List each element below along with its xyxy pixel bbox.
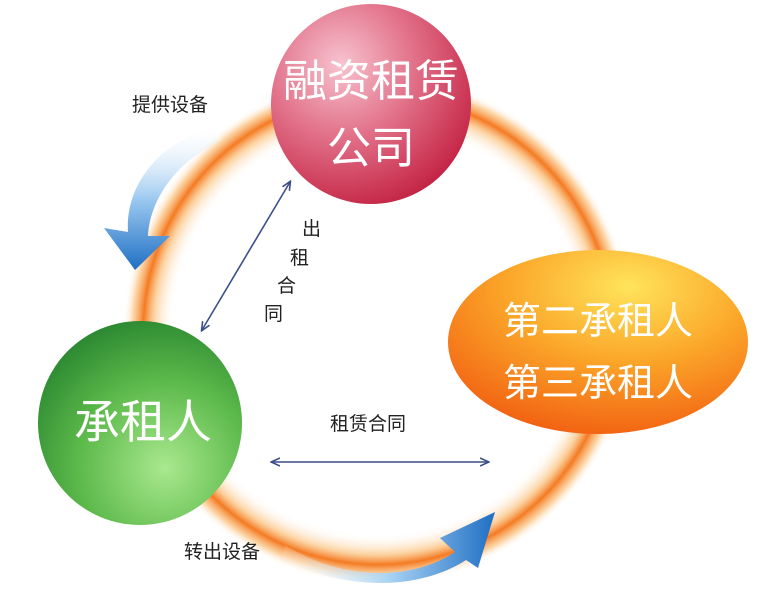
node-sublessee: 第二承租人 第三承租人	[448, 250, 748, 434]
node-lessee-label: 承租人	[74, 395, 212, 449]
node-leasing-company-line2: 公司	[327, 123, 415, 174]
label-lease-contract-char-1: 出	[302, 218, 321, 240]
node-lessee: 承租人	[38, 321, 242, 525]
node-leasing-company: 融资租赁 公司	[271, 4, 471, 204]
node-sublessee-line2: 第三承租人	[503, 361, 693, 405]
label-transfer-equipment: 转出设备	[184, 541, 260, 563]
label-lease-contract-char-3: 合	[277, 275, 296, 297]
node-sublessee-line1: 第二承租人	[503, 299, 693, 343]
label-lease-contract-char-2: 租	[290, 247, 309, 269]
label-sublease-contract: 租赁合同	[330, 413, 406, 435]
label-lease-contract-vertical: 出 租 合 同	[264, 218, 321, 325]
double-headed-arrow-icon	[202, 182, 290, 330]
node-leasing-company-line1: 融资租赁	[283, 56, 459, 107]
curved-arrow-right-icon	[282, 512, 495, 583]
label-lease-contract-char-4: 同	[264, 303, 283, 325]
label-provide-equipment: 提供设备	[132, 94, 208, 116]
curved-arrow-down-left-icon	[104, 128, 222, 270]
